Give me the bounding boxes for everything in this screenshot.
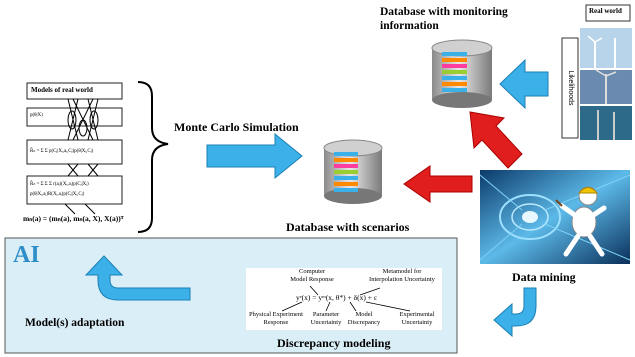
real-world-box — [585, 4, 631, 22]
db-monitoring-line2: information — [380, 20, 439, 32]
discrepancy-box — [246, 268, 442, 330]
data-mining-label: Data mining — [512, 270, 576, 284]
likelihoods-label: Likelihoods — [567, 70, 574, 106]
param-unc-line1: Parameter — [312, 311, 340, 318]
model-disc-line1: Model — [355, 311, 373, 318]
db-monitoring-label: Database with monitoring information — [380, 5, 508, 33]
curly-brace — [137, 81, 169, 233]
ai-label: AI — [13, 242, 40, 268]
real-world-to-db-arrow — [499, 58, 549, 110]
phys-exp-label: Physical Experiment Response — [246, 311, 306, 327]
model-formula-bottom: mₙ(a) = (mₙ(a), mₙ(a, X), X(a))ᵀ — [23, 214, 124, 223]
db-scenarios-label: Database with scenarios — [286, 220, 410, 234]
real-world-photos — [580, 28, 632, 140]
likelihoods-box — [561, 37, 579, 139]
db-monitoring-line1: Database with monitoring — [380, 6, 508, 18]
database-monitoring — [431, 39, 493, 108]
exp-unc-line1: Experimental — [399, 311, 435, 318]
param-unc-line2: Uncertainty — [310, 319, 342, 326]
model-formula-3a: R̂ₙ = Σ Σ Σ r(aᵢ)(Xᵢ,aᵢ)p(Cⱼ|Xᵢ) — [30, 182, 89, 187]
metamodel-line1: Metamodel for — [382, 268, 422, 275]
monte-carlo-label: Monte Carlo Simulation — [174, 120, 299, 134]
phys-exp-line1: Physical Experiment — [249, 311, 303, 318]
adaptation-to-models-arrow — [84, 255, 191, 301]
model-formula-1: p(θ|X) — [30, 113, 43, 118]
mining-to-scenarios-arrow — [403, 165, 473, 203]
phys-exp-line2: Response — [263, 319, 289, 326]
computer-model-line1: Computer — [299, 268, 325, 275]
database-scenarios — [323, 139, 383, 204]
model-adaptation-label: Model(s) adaptation — [25, 317, 125, 329]
metamodel-label: Metamodel for Interpolation Uncertainty — [360, 268, 444, 284]
param-unc-label: Parameter Uncertainty — [306, 311, 346, 327]
data-mining-image — [479, 170, 631, 264]
mining-to-monitoring-arrow — [469, 111, 523, 169]
models-stack — [26, 82, 123, 215]
real-world-label: Real world — [589, 7, 622, 15]
computer-model-label: Computer Model Response — [282, 268, 342, 284]
model-formula-2: R̂ₙ = Σ Σ p(Cⱼ|Xᵢ,aᵢ,Cⱼ)p(θ|Xᵢ,Cⱼ) — [30, 149, 94, 154]
exp-unc-line2: Uncertainty — [401, 319, 433, 326]
model-formula-3b: p(θ|Xᵢ,aᵢ)R(Xᵢ,aᵢ)p(Cⱼ|Xᵢ,Cⱼ) — [30, 192, 85, 197]
model-disc-label: Model Discrepancy — [344, 311, 384, 327]
model-disc-line2: Discrepancy — [347, 319, 381, 326]
mining-to-discrepancy-arrow — [493, 287, 537, 338]
exp-unc-label: Experimental Uncertainty — [392, 311, 442, 327]
discrepancy-lines — [281, 285, 411, 312]
metamodel-line2: Interpolation Uncertainty — [369, 276, 435, 283]
monte-carlo-arrow — [206, 132, 303, 180]
discrepancy-equation: yᵉ(x) = yᵐ(x, θ*) + δ(x) + ε — [296, 293, 378, 302]
discrepancy-modeling-label: Discrepancy modeling — [277, 336, 391, 350]
computer-model-line2: Model Response — [290, 276, 334, 283]
models-title: Models of real world — [31, 86, 93, 94]
